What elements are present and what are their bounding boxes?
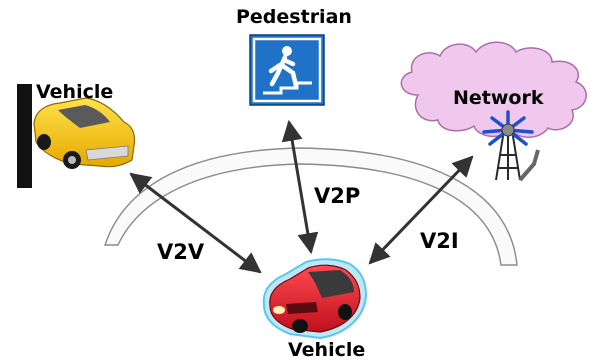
network-label: Network [453,87,544,109]
red-car-icon [262,258,368,340]
v2i-arrow [368,155,474,265]
yellow-car-icon [17,84,136,188]
v2p-arrow [281,119,319,255]
v2v-label: V2V [157,240,205,264]
v2v-arrow [129,172,262,274]
cell-tower-icon [400,41,587,182]
v2i-label: V2I [420,229,459,253]
vehicle-center-label: Vehicle [288,339,366,361]
pedestrian-crossing-sign-icon [249,34,325,106]
v2p-label: V2P [314,184,361,208]
vehicle-left-label: Vehicle [36,81,114,103]
pedestrian-label: Pedestrian [236,6,352,28]
